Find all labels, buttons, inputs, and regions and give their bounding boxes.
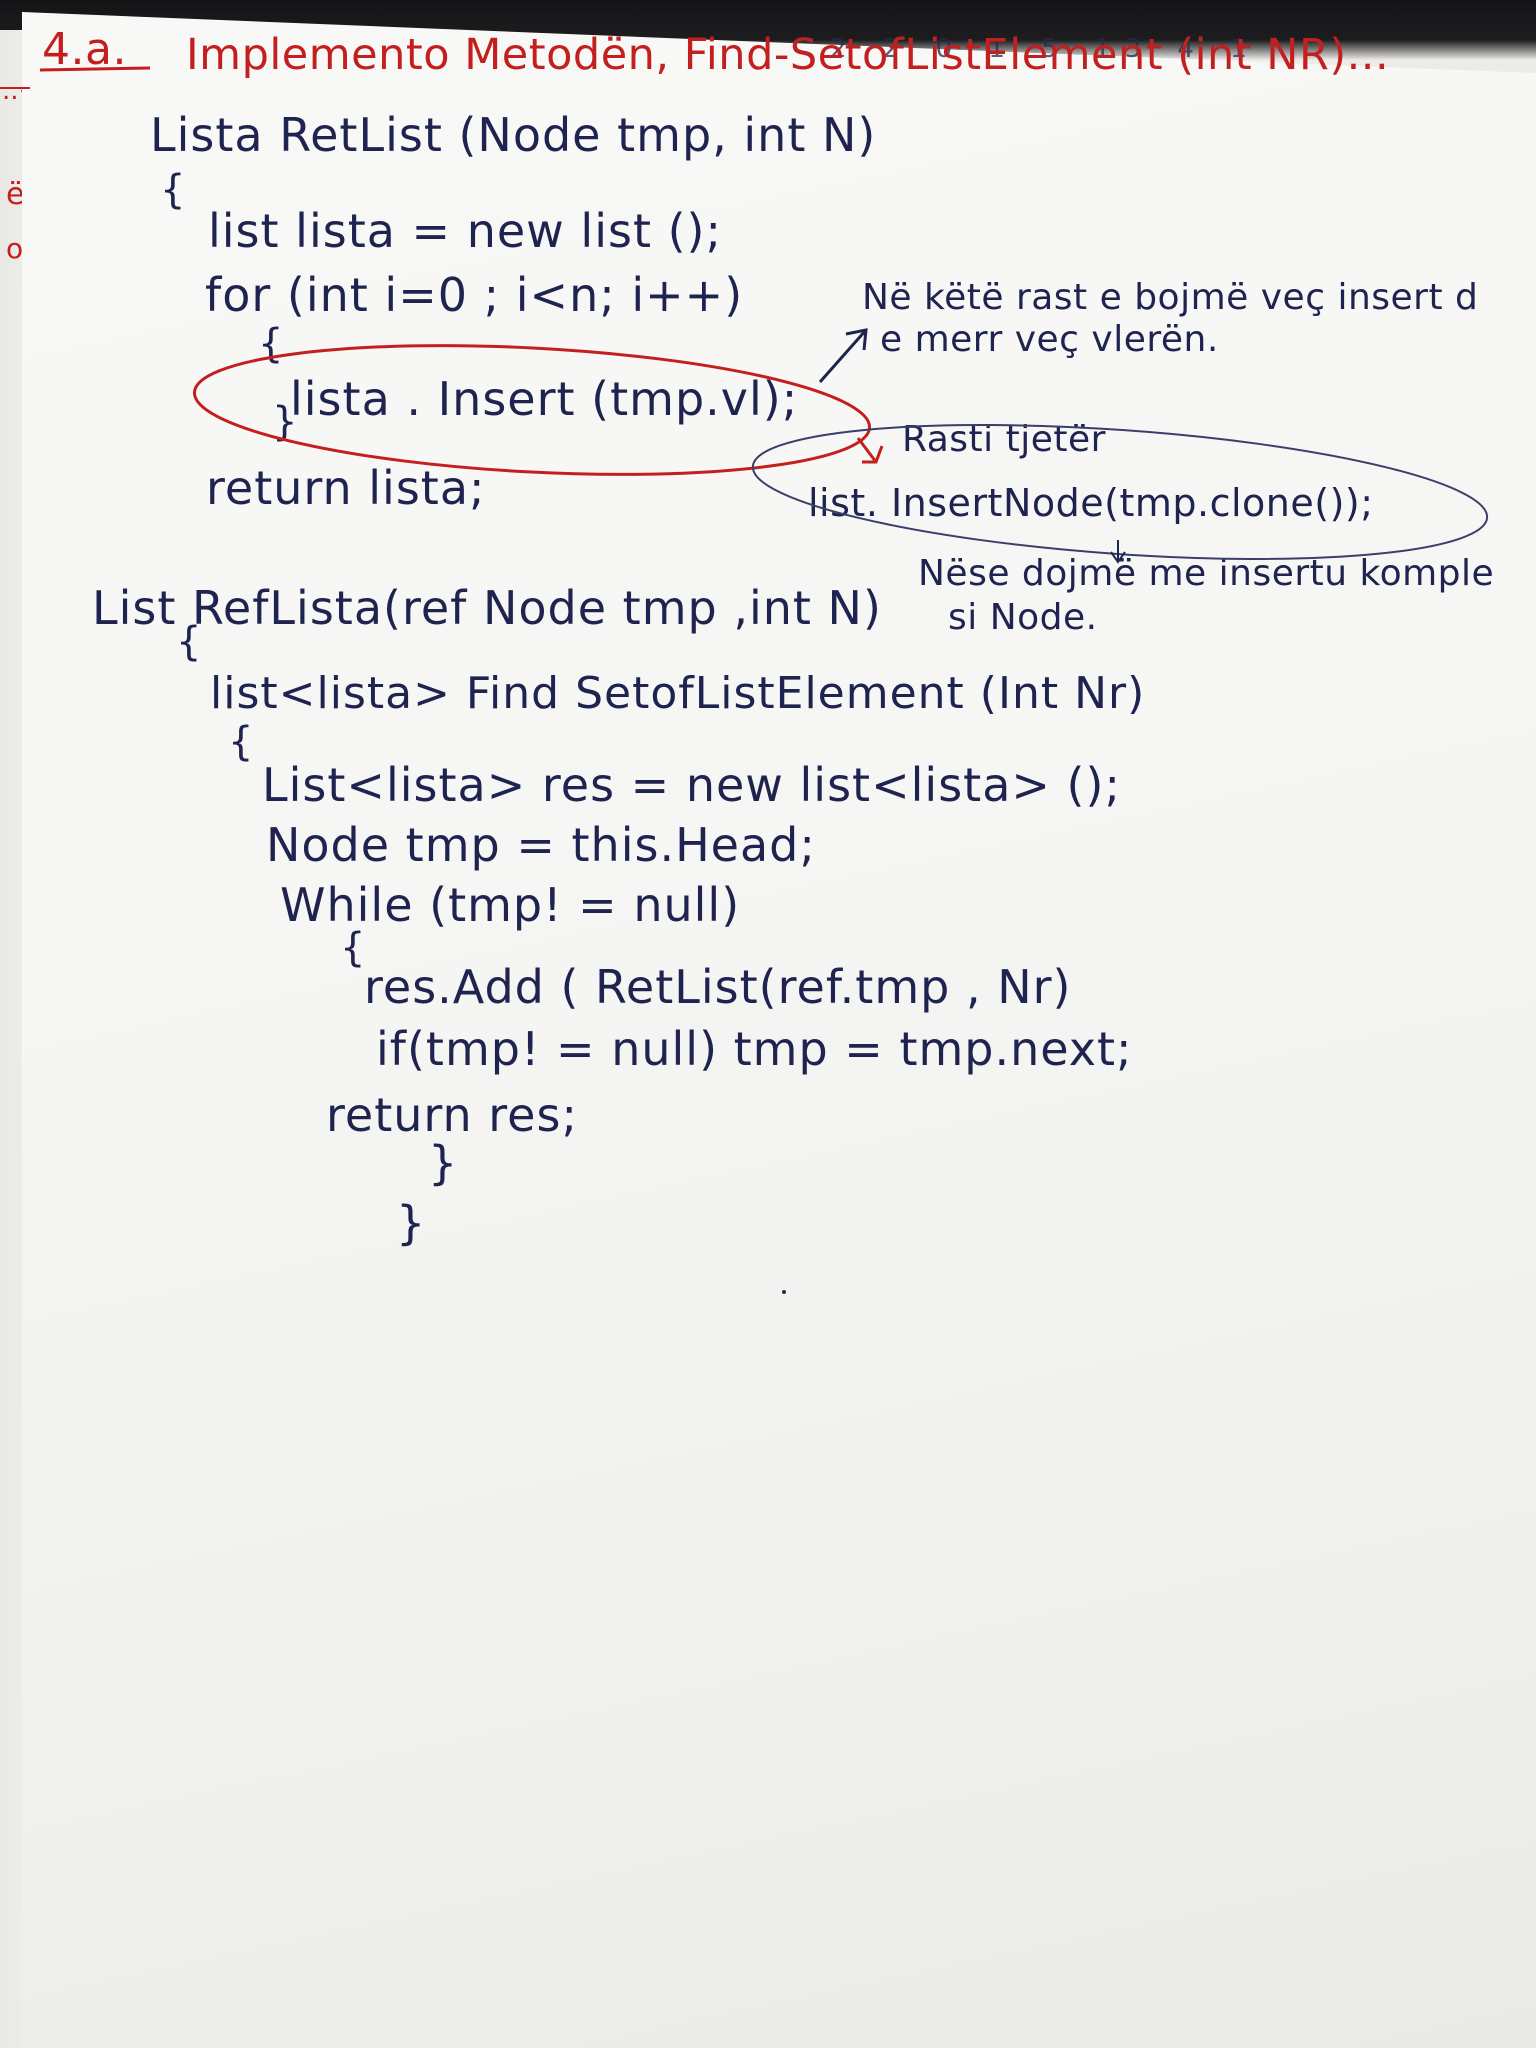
method1-line2: for (int i=0 ; i<n; i++) (205, 268, 744, 322)
method2-signature: List RefLista(ref Node tmp ,int N) (92, 581, 882, 635)
method1-open-brace: { (160, 167, 186, 213)
method1-signature: Lista RetList (Node tmp, int N) (150, 108, 877, 162)
method2-line2: Node tmp = this.Head; (266, 818, 816, 872)
page-title: Implemento Metodën, Find-SetofListElemen… (186, 30, 1390, 80)
method1-line3: lista . Insert (tmp.vl); (290, 372, 799, 426)
method2-line5: if(tmp! = null) tmp = tmp.next; (376, 1022, 1133, 1076)
method2-line1: List<lista> res = new list<lista> (); (262, 758, 1121, 812)
note-insert-value-line1: Në këtë rast e bojmë veç insert d (862, 277, 1479, 318)
other-case-code: list. InsertNode(tmp.clone()); (808, 481, 1374, 525)
method2-close-outer: } (396, 1196, 427, 1250)
margin-fragment-2: ë (6, 177, 25, 212)
note-insert-value-line2: e merr veç vlerën. (880, 319, 1219, 360)
method2-loop-open: { (340, 925, 366, 971)
top-margin-scribble: 2 2 0 1 5 13 4 1 (830, 34, 1261, 64)
method2-close-inner: } (428, 1136, 459, 1190)
title-number: 4.a. (42, 24, 127, 75)
method2-inner-signature: list<lista> Find SetofListElement (Int N… (210, 668, 1146, 719)
other-case-label: Rasti tjetër (902, 419, 1106, 460)
note-insert-node-line2: si Node. (948, 597, 1098, 638)
method1-line1: list lista = new list (); (208, 204, 722, 258)
method2-line3: While (tmp! = null) (280, 878, 741, 932)
method2-open-brace: { (176, 619, 202, 665)
note-insert-node-line1: Nëse dojmë me insertu komple (918, 553, 1495, 594)
method2-line4: res.Add ( RetList(ref.tmp , Nr) (364, 960, 1072, 1014)
method1-line4: return lista; (206, 461, 486, 515)
method2-inner-open: { (228, 719, 254, 765)
margin-fragment-3: o (6, 232, 24, 265)
method1-loop-close: } (272, 399, 298, 445)
method1-loop-open: { (258, 321, 284, 367)
method2-line6: return res; (326, 1088, 578, 1142)
